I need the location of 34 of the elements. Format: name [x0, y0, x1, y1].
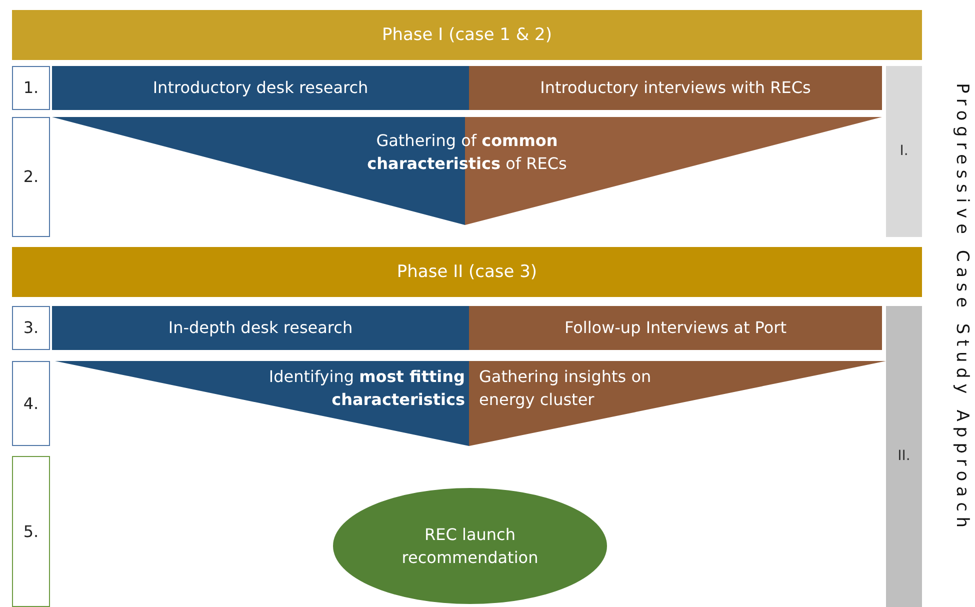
activity-label: Gathering insights on energy cluster [479, 366, 652, 412]
phase-side-bar [886, 306, 922, 607]
step-number: 2. [23, 166, 39, 188]
funnel-triangle [469, 361, 886, 446]
funnel-triangle [52, 117, 882, 225]
activity-label: In-depth desk research [168, 317, 353, 340]
step-number: 4. [23, 392, 39, 415]
phase-banner [12, 247, 922, 297]
activity-label: Identifying most fitting characteristics [268, 366, 465, 412]
activity-bar [52, 306, 469, 350]
step-number-box [12, 456, 50, 607]
activity-label: REC launch recommendation [400, 524, 540, 569]
step-number-box [12, 66, 50, 110]
step-number-box [12, 361, 50, 446]
step-number: I. [900, 142, 908, 162]
phase-side-bar [886, 66, 922, 237]
step-number: 1. [23, 77, 39, 100]
phase-title: Phase I (case 1 & 2) [382, 24, 552, 47]
activity-bar [52, 66, 469, 110]
vertical-title: Progressive Case Study Approach [951, 82, 973, 535]
activity-label: Introductory interviews with RECs [540, 77, 811, 100]
step-number-box [12, 117, 50, 237]
activity-label: Follow-up Interviews at Port [564, 317, 787, 340]
step-number: 3. [23, 317, 39, 340]
activity-bar [469, 306, 882, 350]
outcome-ellipse [333, 488, 607, 604]
funnel-triangle [55, 361, 469, 446]
phase-banner [12, 10, 922, 60]
phase-title: Phase II (case 3) [396, 260, 538, 284]
activity-bar [469, 66, 882, 110]
activity-label: Introductory desk research [152, 77, 368, 100]
step-number-box [12, 306, 50, 350]
step-number: II. [898, 447, 910, 466]
step-number: 5. [23, 520, 39, 543]
